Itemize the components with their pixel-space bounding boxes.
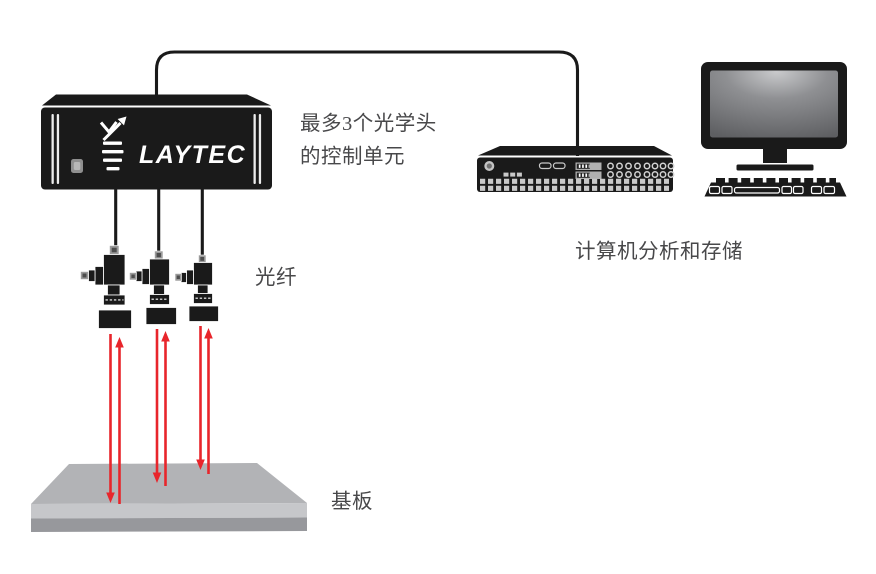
monitor-stand-base	[736, 164, 814, 171]
optical-head-3	[174, 254, 219, 322]
keyboard[interactable]	[704, 177, 847, 197]
laytec-logo-icon	[99, 116, 127, 171]
drive-slot[interactable]	[552, 162, 566, 170]
rack-knob-center	[486, 163, 492, 169]
substrate-front-face	[31, 503, 307, 519]
monitor-screen	[710, 70, 838, 138]
beam-down-3-arrowhead	[196, 459, 205, 470]
desktop-computer	[701, 62, 847, 197]
beam-up-1-arrowhead	[115, 337, 124, 348]
control-unit-top-face	[42, 94, 271, 106]
fiber-label: 光纤	[255, 266, 297, 289]
rack-port-circles	[607, 162, 675, 178]
vent-stripe	[51, 114, 54, 184]
computer-label: 计算机分析和存储	[575, 240, 743, 263]
substrate-label: 基板	[331, 490, 373, 513]
control-unit-front-face	[41, 107, 272, 190]
level-meter-1	[575, 162, 602, 170]
beam-down-1-arrowhead	[106, 492, 115, 503]
measurement-beams	[106, 326, 213, 504]
substrate-top-face	[31, 463, 307, 504]
control-unit: LAYTEC	[41, 94, 272, 190]
vent-stripe	[253, 114, 256, 184]
substrate-base-face	[31, 517, 307, 532]
rack-switch[interactable]	[516, 172, 522, 177]
vent-stripe	[258, 114, 262, 184]
optical-head-2	[129, 250, 177, 325]
rack-switch[interactable]	[503, 172, 509, 177]
laytec-logo-text: LAYTEC	[139, 141, 246, 169]
rack-computer	[477, 146, 675, 192]
rack-top-face	[478, 146, 672, 156]
beam-up-2-arrowhead	[161, 331, 170, 342]
optical-head-1	[80, 245, 132, 329]
control-to-computer-cable	[154, 50, 580, 156]
control-unit-label-line2: 的控制单元	[300, 145, 405, 168]
monitor-stand-neck	[763, 149, 787, 163]
beam-down-2-arrowhead	[152, 472, 162, 483]
fiber-cables	[114, 188, 204, 256]
power-button-center	[73, 162, 81, 170]
control-unit-label-line1: 最多3个光学头	[300, 112, 437, 135]
beam-up-3-arrowhead	[204, 328, 213, 339]
drive-slot[interactable]	[538, 162, 552, 170]
level-meter-2	[575, 171, 602, 179]
substrate	[31, 463, 307, 532]
vent-stripe	[56, 114, 60, 184]
rack-switch[interactable]	[510, 172, 516, 177]
